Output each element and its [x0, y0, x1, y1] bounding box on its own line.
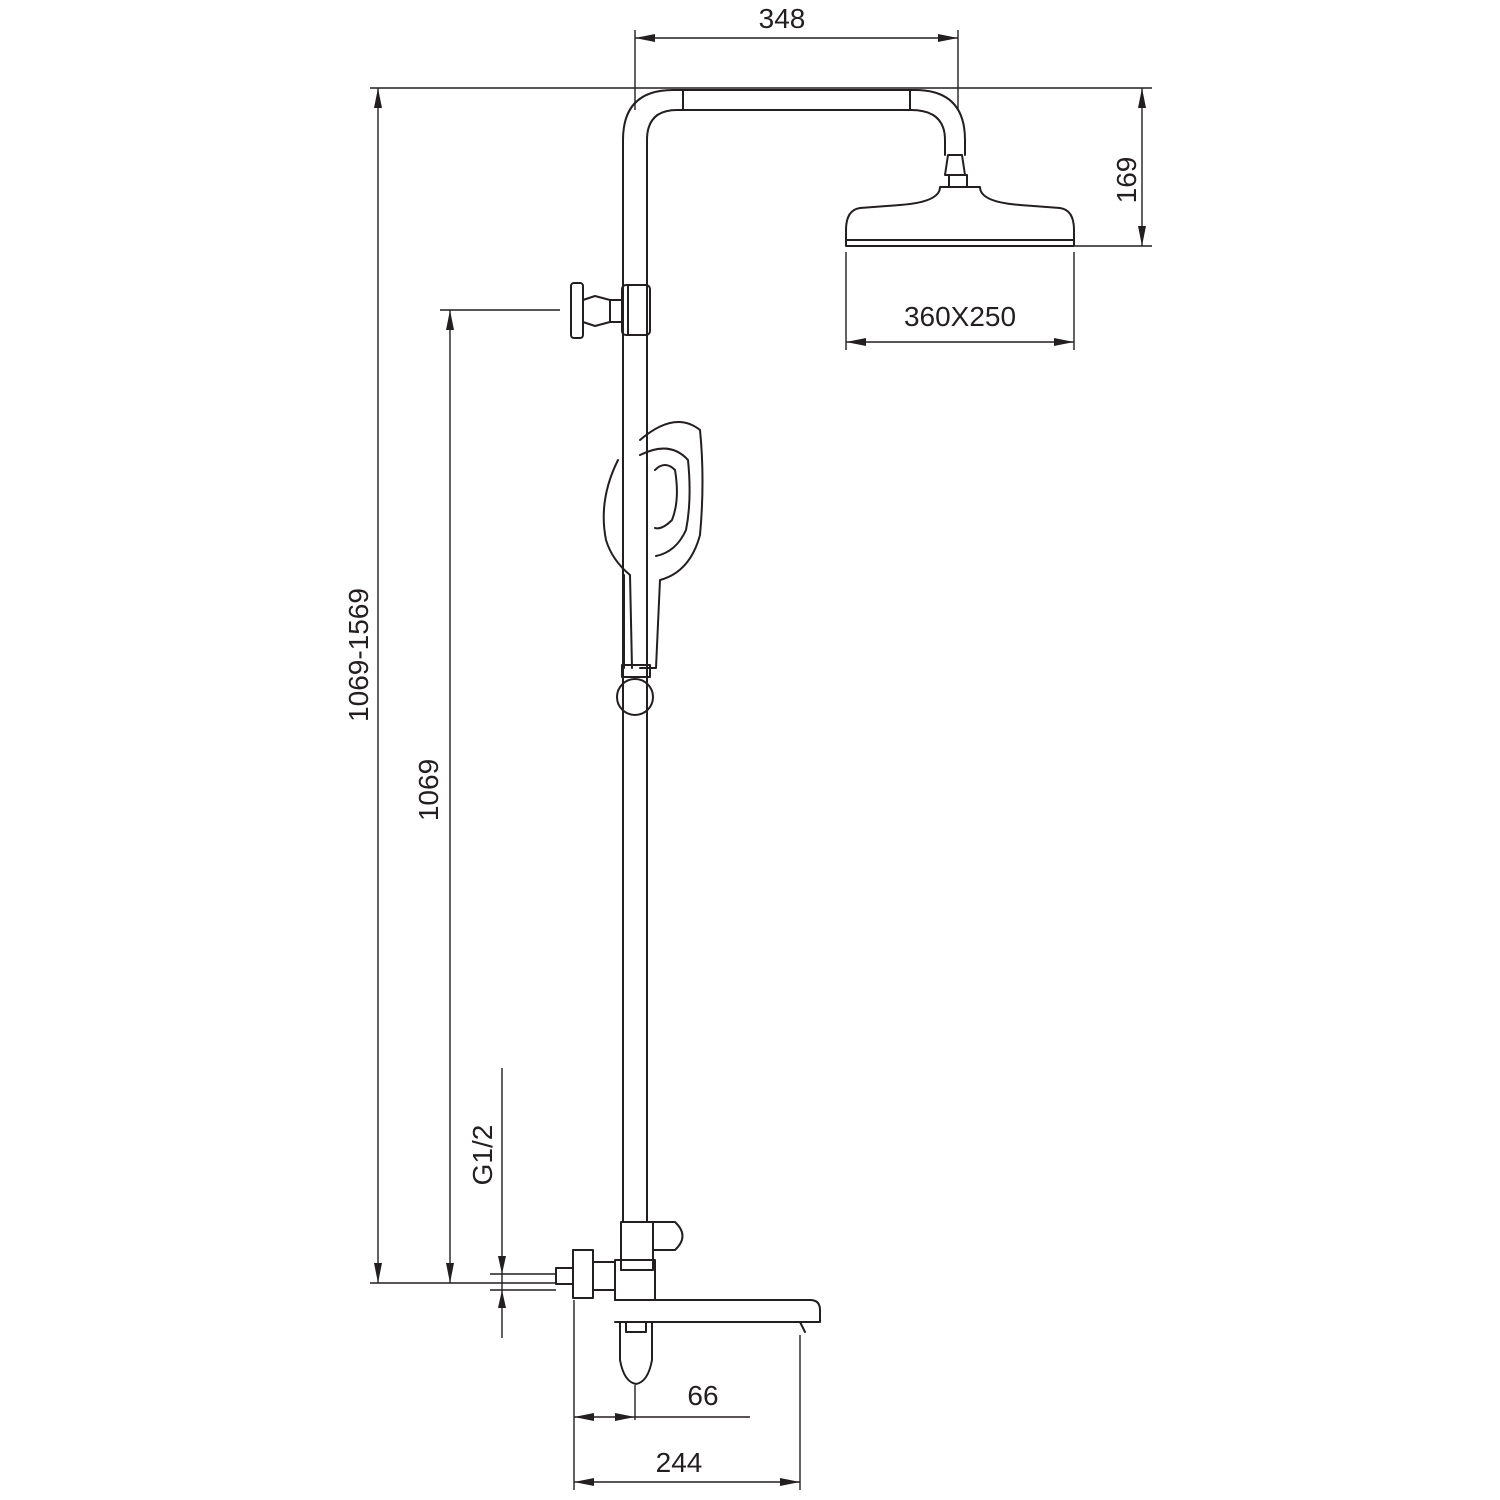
dimension-spout-offset-label: 66 [687, 1380, 718, 1411]
hand-shower [602, 421, 704, 669]
slider-knob [616, 664, 654, 716]
dimension-total-height: 1069-1569 [343, 88, 555, 1284]
dimension-head-size: 360X250 [845, 252, 1075, 350]
head-connector [944, 154, 968, 188]
shower-column [555, 89, 1075, 1385]
dimension-spout-length: 244 [574, 1335, 801, 1490]
dimension-lines: 348 169 360X250 1069-1569 [343, 3, 1152, 1490]
rain-shower-head [845, 186, 1075, 247]
dimension-spout-length-label: 244 [656, 1447, 703, 1478]
dimension-top-arm-label: 348 [759, 3, 806, 34]
bath-spout [614, 1299, 821, 1385]
top-arm [622, 89, 966, 156]
dimension-head-height: 169 [370, 87, 1152, 247]
dimension-total-height-label: 1069-1569 [343, 588, 374, 722]
dimension-spout-offset: 66 [573, 1300, 750, 1490]
dimension-inlet-height-label: 1069 [413, 759, 444, 821]
dimension-head-size-label: 360X250 [904, 301, 1016, 332]
upper-knob [570, 282, 651, 339]
dimension-inlet-height: 1069 [413, 309, 560, 1283]
dimension-top-arm: 348 [634, 3, 959, 110]
dimension-thread: G1/2 [467, 1068, 556, 1338]
dimension-head-height-label: 169 [1111, 157, 1142, 204]
dimension-thread-label: G1/2 [467, 1125, 498, 1186]
thermostat-mixer [555, 1221, 684, 1301]
